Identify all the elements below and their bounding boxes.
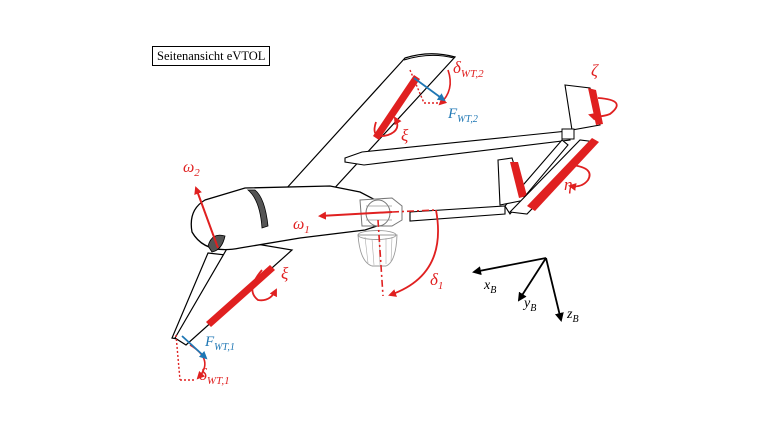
label-zeta: ζ xyxy=(591,61,599,80)
label-axis-x: xB xyxy=(483,278,496,296)
right-aileron xyxy=(373,75,420,140)
omega1-arrow xyxy=(318,211,393,220)
vertical-tail-lower xyxy=(497,157,527,206)
delta1-reference xyxy=(377,209,439,297)
fuselage xyxy=(190,185,397,253)
label-eta: η xyxy=(564,175,572,194)
left-aileron xyxy=(206,265,275,327)
label-delta-wt2: δWT,2 xyxy=(453,58,484,80)
delta-wt2-reference xyxy=(409,69,451,106)
eta-rotation xyxy=(568,164,591,191)
f-wt2-arrow xyxy=(413,77,446,102)
xi-left-rotation xyxy=(251,269,277,302)
diagram-title: Seitenansicht eVTOL xyxy=(152,46,271,66)
label-delta1: δ1 xyxy=(430,270,443,292)
label-delta-wt1: δWT,1 xyxy=(199,365,230,387)
label-axis-z: zB xyxy=(566,307,579,325)
horizontal-stabilizer xyxy=(508,138,599,215)
body-frame-axes xyxy=(472,257,564,322)
zeta-rotation xyxy=(588,97,618,121)
label-xi-right: ξ xyxy=(401,126,409,145)
label-f-wt2: FWT,2 xyxy=(447,106,478,125)
xi-right-rotation xyxy=(373,116,402,137)
label-axis-y: yB xyxy=(522,296,536,314)
omega2-arrow xyxy=(194,186,219,249)
f-wt1-arrow xyxy=(181,335,208,360)
vertical-tail-upper xyxy=(561,84,603,140)
label-xi-left: ξ xyxy=(281,264,289,283)
label-f-wt1: FWT,1 xyxy=(204,334,235,353)
elevator xyxy=(527,138,599,211)
left-wing xyxy=(171,239,294,346)
right-wing xyxy=(283,53,457,194)
label-omega1: ω1 xyxy=(293,216,310,236)
lift-rotor xyxy=(357,230,398,267)
label-omega2: ω2 xyxy=(183,159,200,179)
